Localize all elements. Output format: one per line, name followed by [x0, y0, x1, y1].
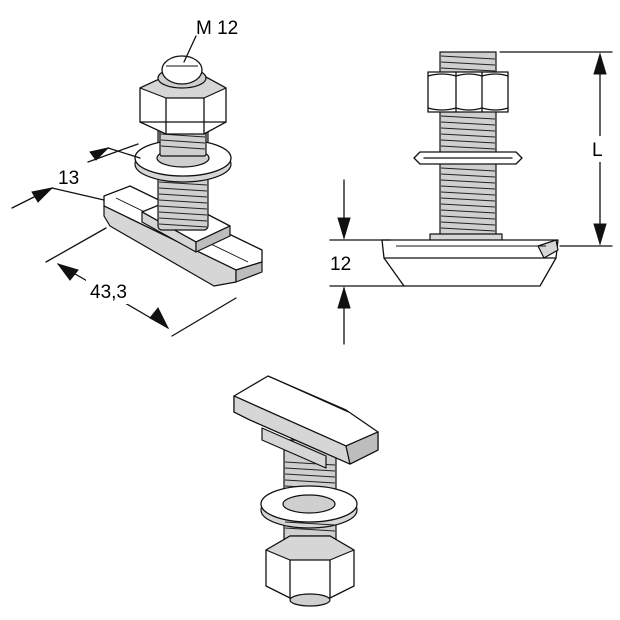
thread-line [440, 121, 496, 126]
thread-line [158, 223, 208, 228]
thread-line [440, 227, 496, 232]
thread-line [440, 203, 496, 208]
thread-line [284, 467, 336, 472]
side-elevation-view: L 12 [329, 51, 613, 345]
dimension-bolt-length: L [499, 51, 613, 247]
thread-size-label: M 12 [196, 18, 238, 39]
thread-line [158, 199, 208, 204]
isometric-view-upper: M 12 13 43,3 [11, 18, 263, 337]
head-width-label: 13 [58, 168, 79, 189]
thread-line [440, 145, 496, 150]
t-head-side [381, 239, 559, 287]
thread-line [284, 521, 336, 526]
thread-line [440, 139, 496, 144]
thread-line [440, 185, 496, 190]
hex-nut-lower [265, 535, 355, 599]
bolt-length-label: L [592, 140, 603, 161]
head-length-label: 43,3 [90, 282, 127, 303]
thread-line [440, 191, 496, 196]
isometric-view-lower [233, 375, 379, 607]
thread-line [158, 205, 208, 210]
thread-line [440, 133, 496, 138]
thread-line [440, 197, 496, 202]
thread-line [440, 179, 496, 184]
thread-line [440, 221, 496, 226]
thread-line [158, 193, 208, 198]
thread-line [284, 479, 336, 484]
thread-line [158, 181, 208, 186]
thread-line [440, 55, 496, 60]
washer-side [413, 151, 523, 165]
thread-line [440, 215, 496, 220]
thread-line [440, 173, 496, 178]
thread-line [158, 187, 208, 192]
thread-line [440, 127, 496, 132]
thread-line [160, 145, 206, 150]
hex-nut-side [427, 71, 509, 113]
thread-size-leader [183, 35, 197, 63]
thread-line [158, 211, 208, 216]
head-height-label: 12 [330, 254, 351, 275]
bolt-tip-upper [161, 55, 203, 85]
thread-line [284, 527, 336, 532]
thread-line [440, 209, 496, 214]
dimension-head-height: 12 [329, 179, 405, 345]
thread-line [440, 115, 496, 120]
dimension-head-length: 43,3 [45, 227, 237, 337]
thread-line [160, 139, 206, 144]
thread-line [284, 473, 336, 478]
t-head-end-face [235, 261, 263, 283]
thread-line [440, 67, 496, 72]
bolt-tip-lower [289, 593, 331, 607]
thread-line [440, 167, 496, 172]
thread-line [440, 61, 496, 66]
thread-line [158, 217, 208, 222]
washer-lower [260, 485, 358, 529]
thread-line [284, 461, 336, 466]
dimension-head-width: 13 [11, 143, 141, 209]
